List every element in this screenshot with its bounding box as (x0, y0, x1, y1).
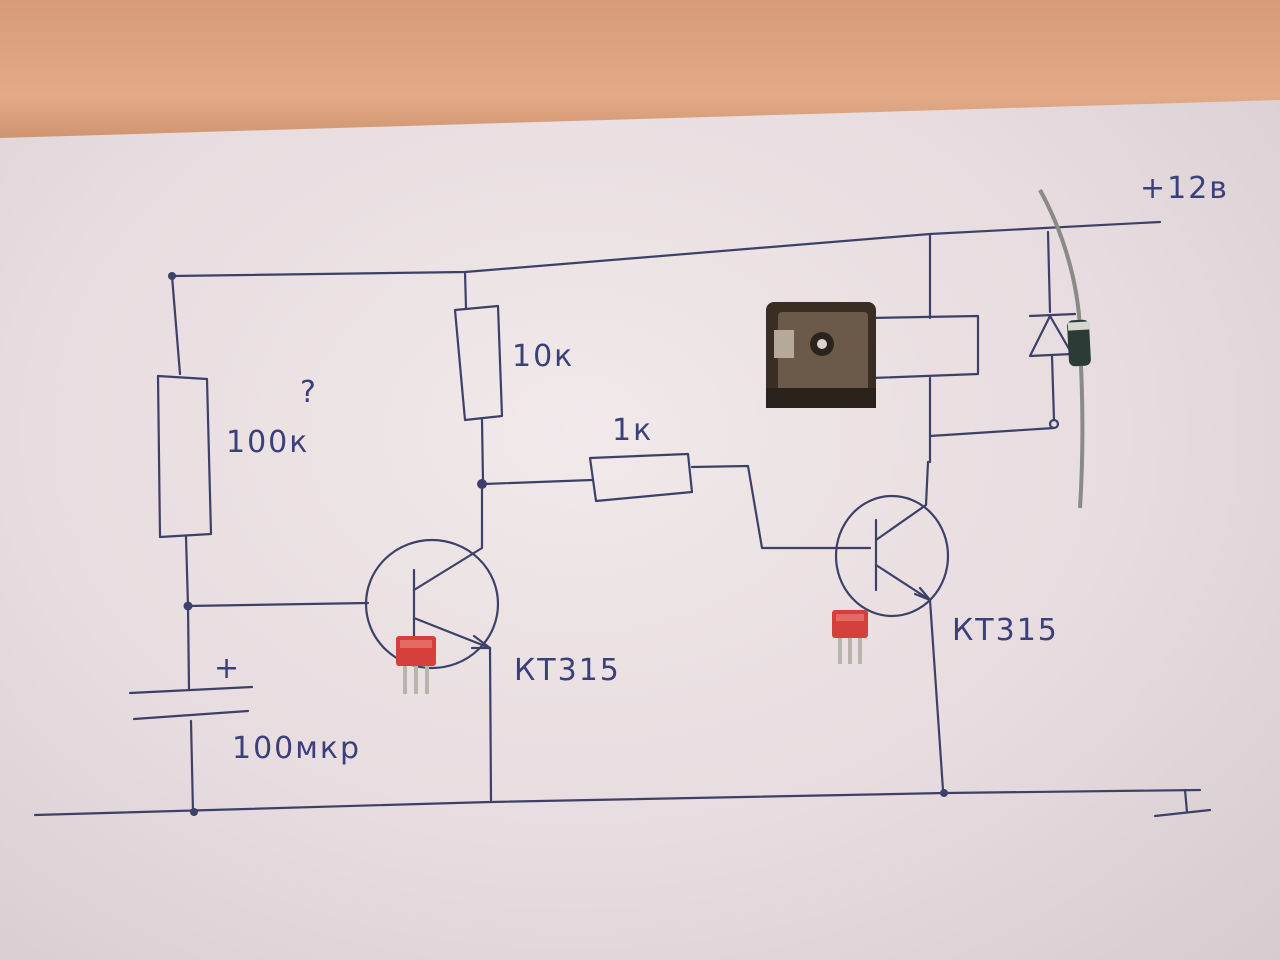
transistor-2-label: КТ315 (952, 613, 1059, 648)
junction-dot (168, 272, 176, 280)
transistor-1-symbol (364, 482, 500, 802)
relay-coil (868, 232, 1056, 464)
ground-symbol (1153, 788, 1212, 818)
transistor-2-component (832, 610, 868, 664)
resistor-1k-label: 1к (612, 413, 653, 448)
supply-voltage-label: +12в (1140, 171, 1229, 206)
capacitor-plus-label: + (214, 651, 241, 686)
diode-component (1038, 189, 1091, 509)
top-supply-rail (170, 220, 1162, 278)
resistor-100k (156, 274, 213, 608)
resistor-100k-label: 100к (226, 425, 309, 460)
resistor-1k (482, 452, 872, 550)
transistor-2-symbol (834, 460, 950, 792)
relay-component (766, 302, 876, 408)
transistor-1-label: КТ315 (514, 653, 621, 688)
question-mark-label: ? (300, 375, 318, 410)
base-wire-1 (186, 601, 370, 608)
capacitor-100uf (128, 604, 254, 814)
resistor-10k (453, 270, 504, 484)
junction-dot (940, 789, 948, 797)
flyback-diode-symbol (1028, 230, 1077, 430)
resistor-10k-label: 10к (512, 339, 574, 374)
capacitor-label: 100мкр (232, 731, 361, 766)
transistor-1-component (396, 636, 436, 694)
junction-dot (190, 808, 198, 816)
ground-rail (33, 788, 1202, 817)
